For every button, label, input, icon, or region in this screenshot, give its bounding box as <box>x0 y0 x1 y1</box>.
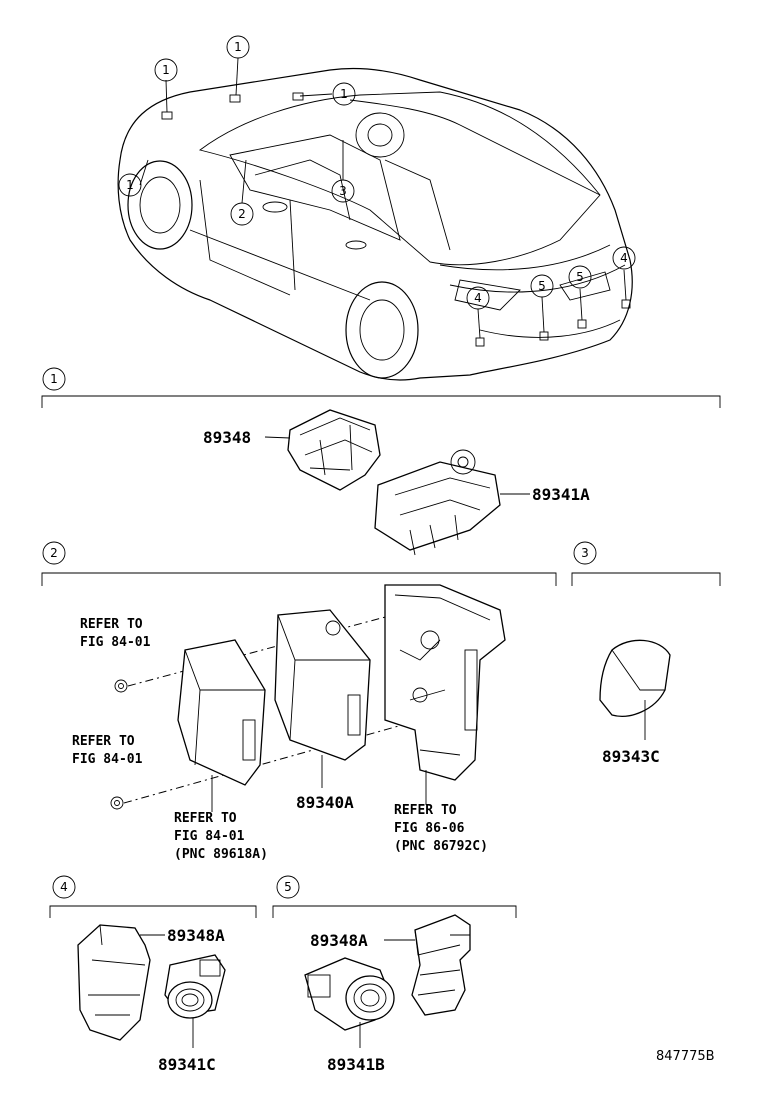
refer-note-4-line2: FIG 86-06 <box>394 821 465 836</box>
refer-note-4-line1: REFER TO <box>394 803 457 818</box>
car-illustration <box>117 57 633 381</box>
section-3: 3 89343C <box>571 541 721 766</box>
part-89348A-5-label: 89348A <box>310 931 368 950</box>
section-5-number: 5 <box>284 880 292 894</box>
callout-1-c: 1 <box>340 87 348 101</box>
ecu-bracket-shape <box>384 584 506 781</box>
car-callouts: 1 1 1 1 2 3 4 4 5 5 <box>118 35 636 310</box>
section-4: 4 89348A 89341C <box>49 875 257 1074</box>
part-89340A-label: 89340A <box>296 793 354 812</box>
section-3-number: 3 <box>581 546 589 560</box>
callout-5-b: 5 <box>576 270 584 284</box>
refer-note-2-line1: REFER TO <box>72 734 135 749</box>
refer-note-3-line2: FIG 84-01 <box>174 829 245 844</box>
callout-4-b: 4 <box>620 251 628 265</box>
refer-note-1-line2: FIG 84-01 <box>80 635 151 650</box>
part-89343C-label: 89343C <box>602 747 660 766</box>
callout-3: 3 <box>339 184 347 198</box>
refer-note-4-line3: (PNC 86792C) <box>394 839 488 854</box>
part-89341B-label: 89341B <box>327 1055 385 1074</box>
part-89348-label: 89348 <box>203 428 251 447</box>
callout-2: 2 <box>238 207 246 221</box>
part-89341C-label: 89341C <box>158 1055 216 1074</box>
refer-note-3-line3: (PNC 89618A) <box>174 847 268 862</box>
sensor-89341A-shape <box>374 461 501 551</box>
part-89348A-4-label: 89348A <box>167 926 225 945</box>
section-1: 1 89348 89341A <box>41 367 721 556</box>
callout-1-b: 1 <box>162 63 170 77</box>
cover-89343C-shape <box>599 639 671 717</box>
refer-note-2-line2: FIG 84-01 <box>72 752 143 767</box>
refer-note-1-line1: REFER TO <box>80 617 143 632</box>
bracket-89348A-4-shape <box>77 924 151 1041</box>
callout-4-a: 4 <box>474 291 482 305</box>
ecu-left-shape <box>177 639 266 786</box>
callout-1-a: 1 <box>234 40 242 54</box>
section-2: 2 REFER TO FIG 84-01 REFER TO FIG 84-01 … <box>41 541 557 862</box>
refer-note-3-line1: REFER TO <box>174 811 237 826</box>
bracket-89348A-5-shape <box>411 914 471 1016</box>
callout-1-d: 1 <box>126 178 134 192</box>
bracket-89348-shape <box>287 409 381 491</box>
ecu-89340A-shape <box>274 609 371 761</box>
section-2-number: 2 <box>50 546 58 560</box>
part-89341A-label: 89341A <box>532 485 590 504</box>
callout-5-a: 5 <box>538 279 546 293</box>
section-5: 5 89341B 89348A <box>272 875 517 1074</box>
section-1-number: 1 <box>50 372 58 386</box>
diagram-code: 847775B <box>656 1049 715 1064</box>
section-4-number: 4 <box>60 880 68 894</box>
